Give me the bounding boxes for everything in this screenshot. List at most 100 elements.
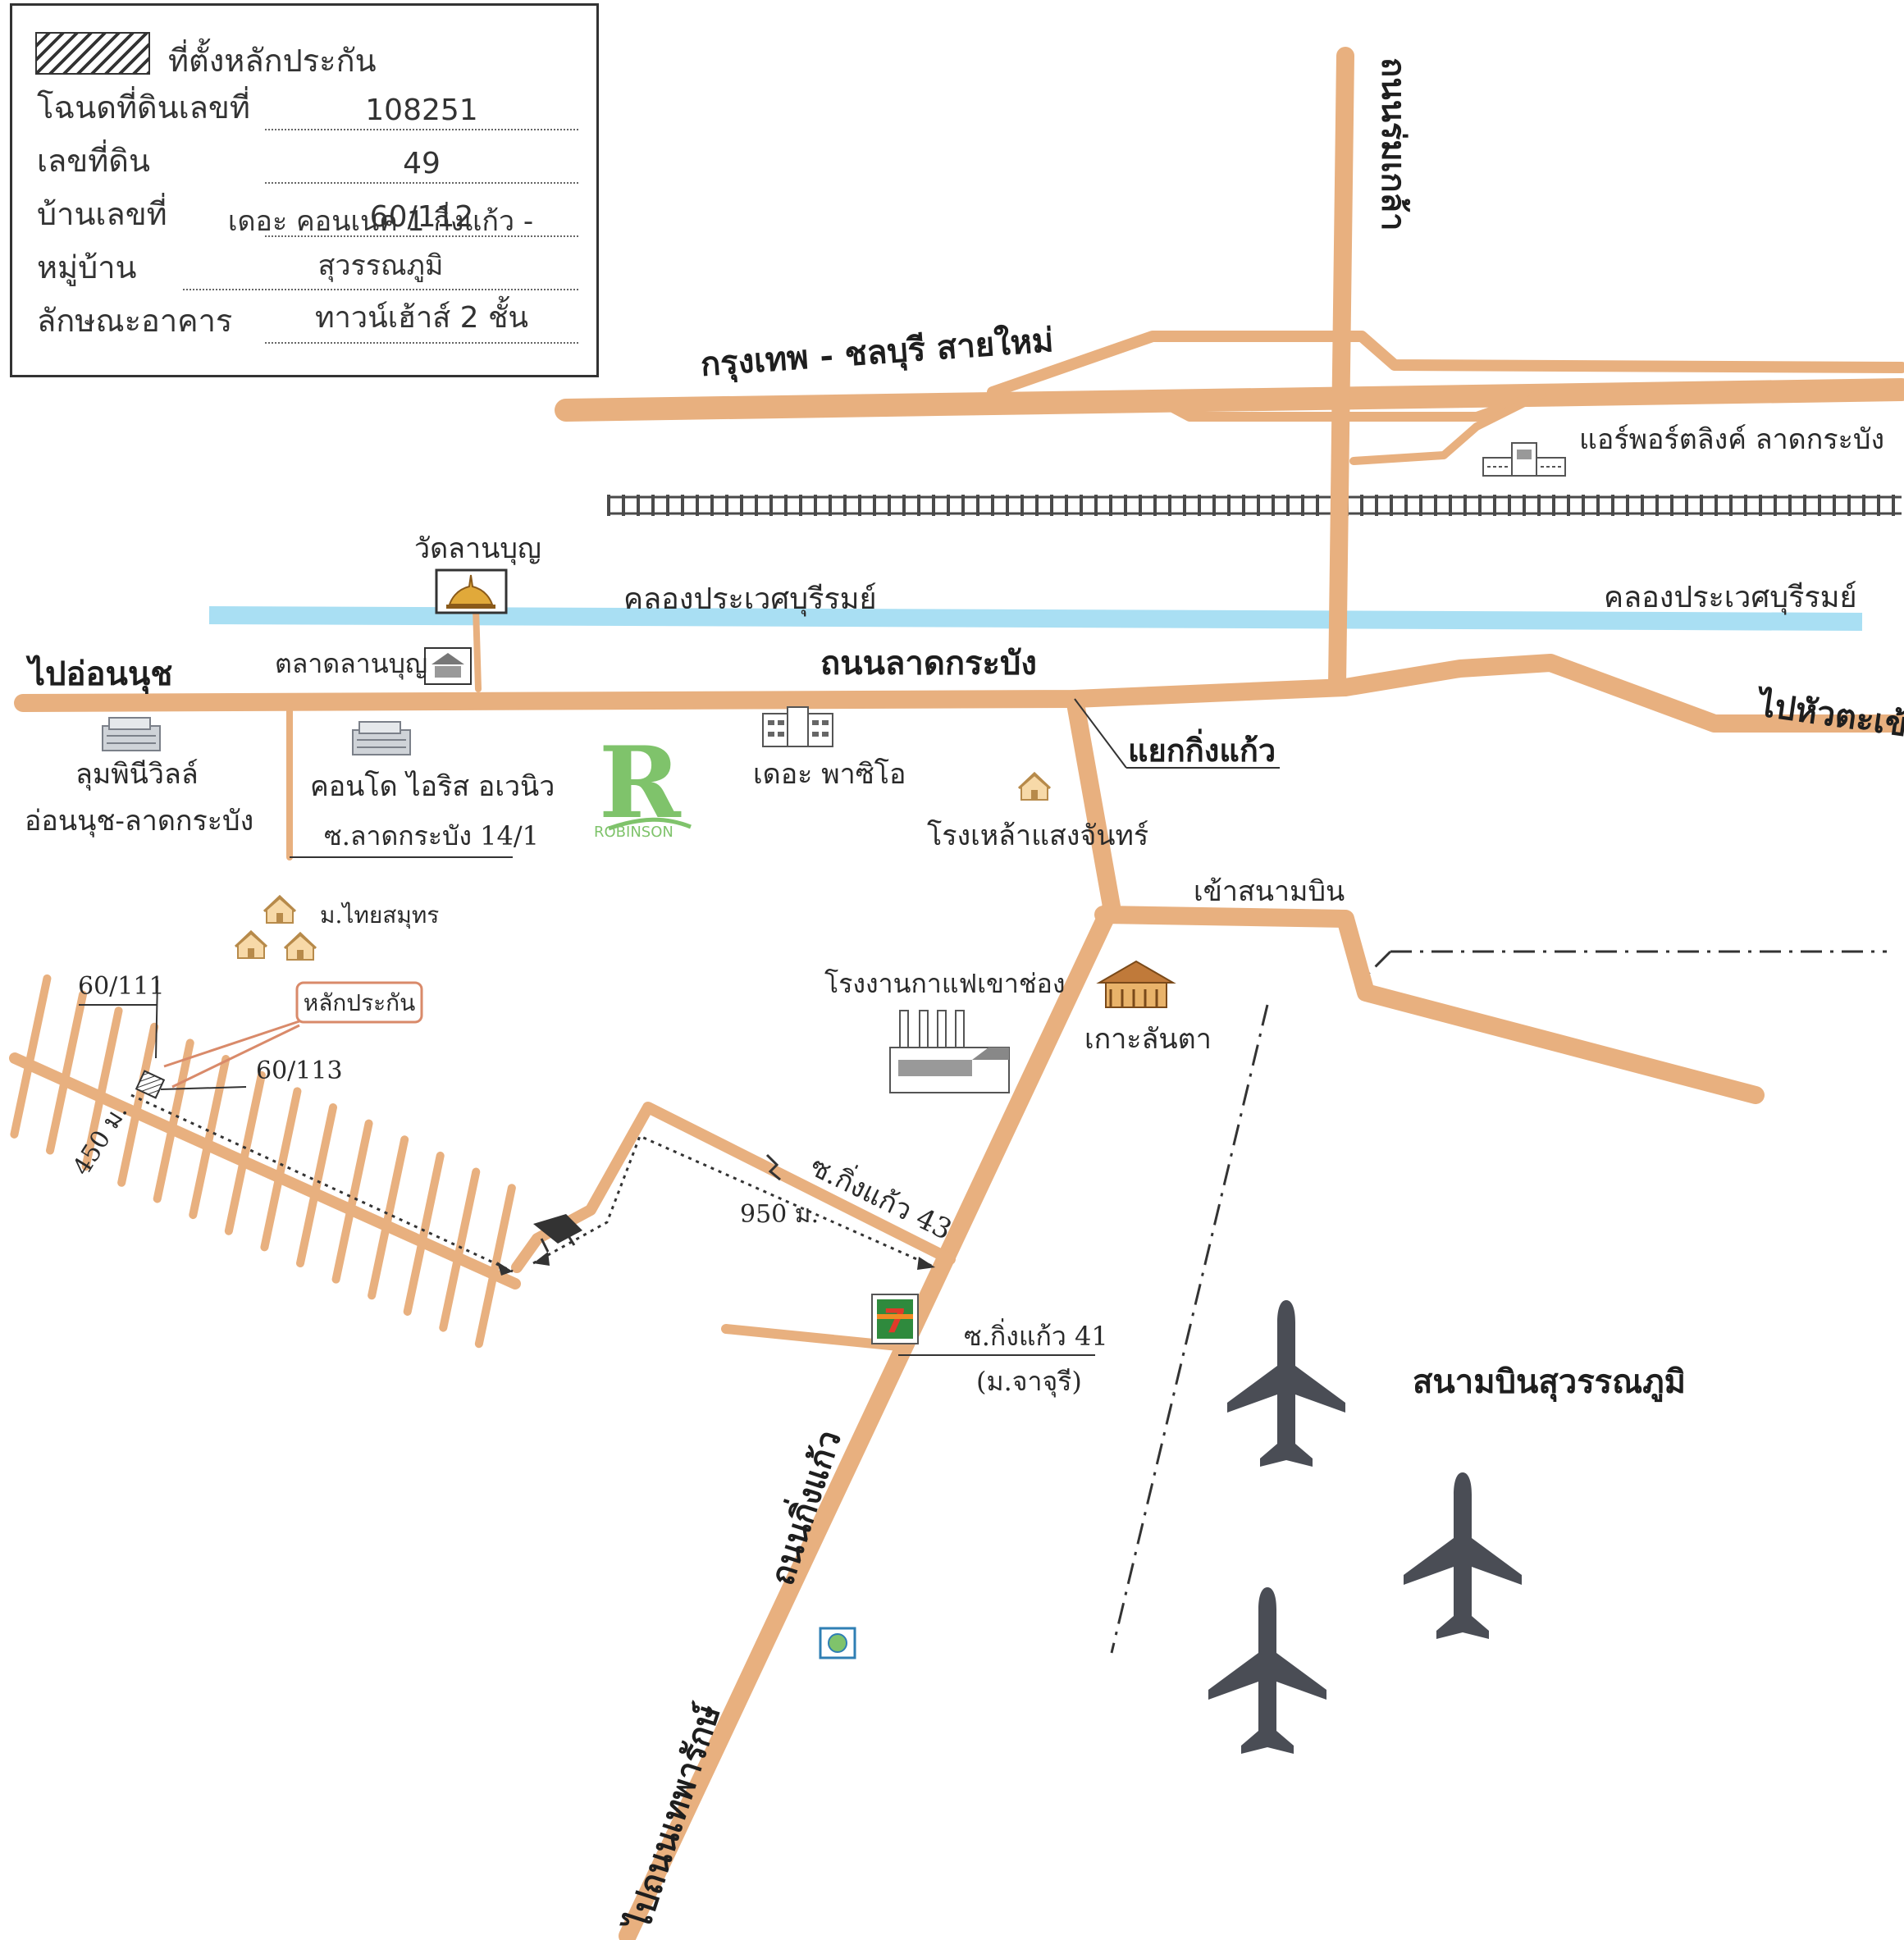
label-neighbor-60-113: 60/113 bbox=[256, 1057, 343, 1085]
bridge-icon bbox=[533, 1214, 582, 1253]
distance-arrowheads bbox=[497, 1252, 935, 1276]
legend-value: 108251 bbox=[265, 94, 578, 130]
canal bbox=[208, 606, 1863, 631]
label-the-passio: เดอะ พาซิโอ bbox=[753, 758, 906, 791]
legend-row-house-no: บ้านเลขที่ 60/112 bbox=[37, 194, 587, 244]
distillery-house-icon bbox=[1017, 772, 1052, 801]
label-koh-lanta: เกาะลันตา bbox=[1084, 1023, 1212, 1056]
village-soi bbox=[296, 1103, 337, 1267]
village-house-icon bbox=[283, 932, 317, 961]
market-icon bbox=[424, 647, 472, 685]
legend-key: ลักษณะอาคาร bbox=[37, 303, 233, 339]
label-soi-41-note: (ม.จาจุรี) bbox=[976, 1366, 1082, 1398]
label-distillery: โรงเหล้าแสงจันทร์ bbox=[927, 819, 1148, 852]
collateral-callout: หลักประกัน bbox=[295, 981, 423, 1024]
village-soi bbox=[153, 1038, 194, 1203]
label-kingkaew-junction: แยกกิ่งแก้ว bbox=[1128, 728, 1276, 769]
collateral-plot bbox=[79, 979, 300, 1099]
label-bangna-chonburi: กรุงเทพ - ชลบุรี สายใหม่ bbox=[699, 321, 1055, 386]
village-soi bbox=[368, 1135, 409, 1300]
label-ladkrabang-road: ถนนลาดกระบัง bbox=[820, 644, 1037, 682]
label-lumpini-2: อ่อนนุช-ลาดกระบัง bbox=[25, 805, 253, 838]
legend-caption: ที่ตั้งหลักประกัน bbox=[168, 43, 377, 79]
village-soi bbox=[331, 1119, 373, 1284]
legend-key: เลขที่ดิน bbox=[37, 143, 150, 179]
label-soi-kingkaew-41: ซ.กิ่งแก้ว 41 bbox=[964, 1318, 1108, 1352]
seven-eleven-icon: 7 bbox=[871, 1294, 919, 1344]
legend-box: ที่ตั้งหลักประกัน โฉนดที่ดินเลขที่ 10825… bbox=[10, 3, 599, 377]
legend-key: บ้านเลขที่ bbox=[37, 196, 167, 232]
label-canal-right: คลองประเวศบุรีรมย์ bbox=[1604, 581, 1857, 615]
label-to-thepharak: ไปถนนเทพารักษ์ bbox=[619, 1699, 728, 1938]
village-soi bbox=[439, 1167, 481, 1332]
label-wat-lanboon: วัดลานบุญ bbox=[414, 532, 541, 565]
label-romklao-road: ถนนร่มเกล้า bbox=[1374, 57, 1413, 231]
label-canal-left: คลองประเวศบุรีรมย์ bbox=[623, 582, 877, 617]
village-house-icon bbox=[263, 895, 297, 924]
village-soi bbox=[474, 1184, 516, 1349]
koh-lanta-pavilion-icon bbox=[1096, 960, 1176, 1008]
label-airport: สนามบินสุวรรณภูมิ bbox=[1413, 1363, 1686, 1403]
label-talad-lanboon: ตลาดลานบุญ bbox=[275, 648, 427, 680]
village-soi bbox=[260, 1087, 302, 1252]
legend-row-building-type: ลักษณะอาคาร ทาวน์เฮ้าส์ 2 ชั้น bbox=[37, 301, 587, 350]
label-condo-iris: คอนโด ไอริส อเวนิว bbox=[310, 770, 555, 803]
hatch-swatch-icon bbox=[35, 32, 150, 75]
village-soi bbox=[117, 1022, 159, 1187]
village-soi bbox=[10, 974, 52, 1139]
village-house-icon bbox=[234, 930, 268, 960]
label-airport-link: แอร์พอร์ตลิงค์ ลาดกระบัง bbox=[1579, 423, 1884, 456]
village-soi bbox=[403, 1151, 445, 1316]
village-soi bbox=[46, 990, 87, 1155]
distance-lines bbox=[130, 1093, 936, 1273]
road-soi-kingkaew-43 bbox=[511, 1102, 956, 1273]
label-coffee-plant: โรงงานกาแฟเขาช่อง bbox=[824, 968, 1065, 999]
road-bangna-chonburi bbox=[555, 378, 1904, 422]
robinson-label: ROBINSON bbox=[594, 824, 673, 841]
village-sois bbox=[10, 974, 516, 1349]
legend-value: 49 bbox=[265, 147, 578, 184]
svg-text:7: 7 bbox=[884, 1303, 906, 1340]
passio-building-icon bbox=[762, 706, 833, 747]
legend-value: เดอะ คอนเนค 1 กิ่งแก้ว - สุวรรณภูมิ bbox=[183, 199, 578, 290]
legend-key: หมู่บ้าน bbox=[37, 249, 137, 285]
label-distance-950: 950 ม. bbox=[740, 1200, 819, 1229]
condo-building-icon bbox=[352, 721, 411, 755]
canal-bridge-icon bbox=[765, 1153, 781, 1181]
label-lumpini-1: ลุมพินีวิลล์ bbox=[75, 758, 199, 791]
robinson-logo: R ROBINSON bbox=[594, 725, 692, 841]
bangchak-station-icon bbox=[819, 1627, 856, 1659]
village-soi bbox=[81, 1007, 123, 1171]
legend-key: โฉนดที่ดินเลขที่ bbox=[37, 89, 250, 126]
label-soi-14-1: ซ.ลาดกระบัง 14/1 bbox=[324, 820, 539, 851]
label-neighbor-60-111: 60/111 bbox=[78, 972, 165, 1001]
callout-label: หลักประกัน bbox=[304, 989, 416, 1016]
railway bbox=[607, 495, 1902, 516]
coffee-factory-icon bbox=[889, 1010, 1010, 1093]
legend-row-deed: โฉนดที่ดินเลขที่ 108251 bbox=[37, 88, 587, 137]
road-wat-spur bbox=[473, 604, 482, 692]
temple-icon bbox=[435, 568, 508, 614]
airport-boundary bbox=[1110, 950, 1887, 1654]
airplane-icon bbox=[1404, 1472, 1522, 1639]
label-thai-samut: ม.ไทยสมุทร bbox=[320, 902, 439, 929]
label-to-onnut: ไปอ่อนนุช bbox=[25, 655, 172, 695]
junction-leader bbox=[1074, 698, 1127, 769]
legend-row-village: หมู่บ้าน เดอะ คอนเนค 1 กิ่งแก้ว - สุวรรณ… bbox=[37, 205, 587, 297]
legend-row-land-no: เลขที่ดิน 49 bbox=[37, 141, 587, 190]
road-romklao bbox=[1328, 47, 1354, 694]
road-airportlink-spur bbox=[1349, 390, 1546, 465]
airplane-icon bbox=[1208, 1587, 1326, 1754]
road-overpass bbox=[987, 331, 1904, 398]
road-airport-entry bbox=[1094, 906, 1765, 1104]
airplane-icon bbox=[1227, 1300, 1345, 1467]
lumpini-building-icon bbox=[102, 717, 161, 751]
village-soi bbox=[189, 1055, 231, 1220]
legend-value: 60/112 bbox=[265, 200, 578, 237]
legend-value: ทาวน์เฮ้าส์ 2 ชั้น bbox=[265, 294, 578, 344]
airport-link-station-icon bbox=[1482, 442, 1566, 477]
label-to-huatakhe: ไปหัวตะเข้ bbox=[1753, 685, 1904, 745]
label-airport-entry: เข้าสนามบิน bbox=[1194, 875, 1345, 908]
village-soi bbox=[224, 1070, 266, 1235]
